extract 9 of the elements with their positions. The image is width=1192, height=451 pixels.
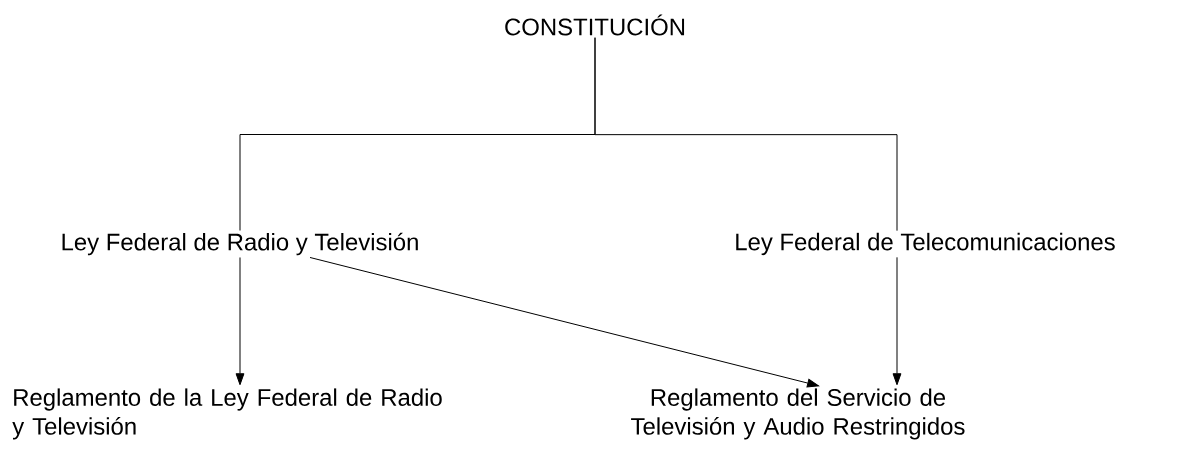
regulation-text: Reglamento del Servicio de Televisión y Audio Restringidos [631, 388, 965, 440]
arrow [235, 256, 245, 386]
arrow [892, 256, 902, 386]
law-text: Ley Federal de Telecomunicaciones [736, 232, 1115, 256]
heading-text: CONSTITUCIÓN [505, 14, 685, 36]
connector-line [594, 37, 898, 232]
law-text: Ley Federal de Radio y Televisión [62, 232, 418, 256]
regulation-text: Reglamento de la Ley Federal de Radio y Televisión [12, 388, 442, 440]
arrow [309, 256, 819, 388]
